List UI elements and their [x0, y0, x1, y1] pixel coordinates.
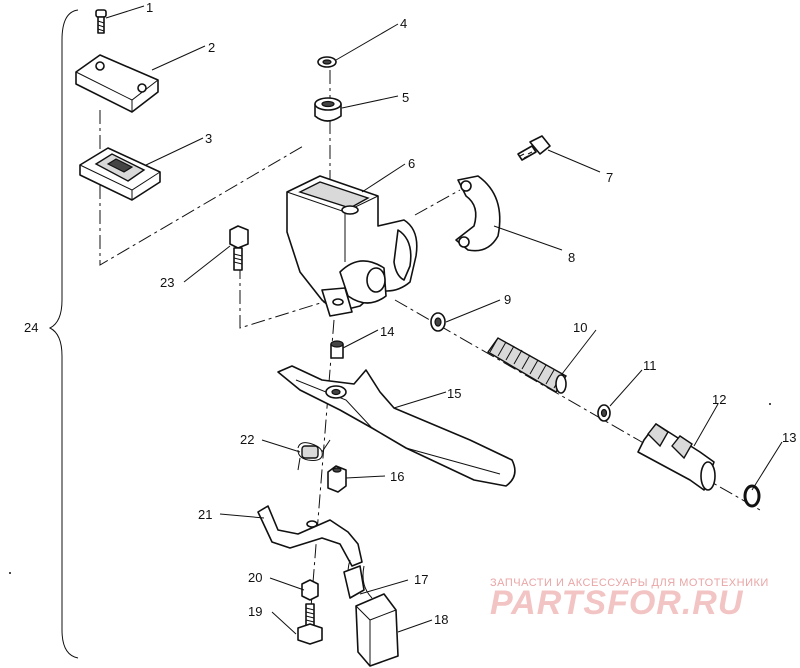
part-number-19: 19	[248, 604, 262, 619]
bolt-part-19	[297, 603, 323, 645]
pivot-bushing-part-14	[330, 340, 344, 359]
part-number-1: 1	[146, 0, 153, 15]
axis-bolt-to-body	[239, 265, 331, 329]
leader-lines	[105, 5, 783, 635]
part-number-21: 21	[198, 507, 212, 522]
part-number-10: 10	[573, 320, 587, 335]
brake-switch-part-18	[355, 593, 399, 667]
bolt-part-23	[229, 225, 249, 271]
clamp-bolt-part-7	[517, 135, 551, 161]
part-number-4: 4	[400, 16, 407, 31]
switch-wire-part-17	[343, 559, 373, 599]
part-number-3: 3	[205, 131, 212, 146]
part-number-8: 8	[568, 250, 575, 265]
watermark-tagline: ЗАПЧАСТИ И АКСЕССУАРЫ ДЛЯ МОТОТЕХНИКИ	[490, 577, 769, 589]
spring-part-10	[486, 337, 567, 394]
part-number-22: 22	[240, 432, 254, 447]
washer-part-9	[430, 312, 446, 332]
part-number-18: 18	[434, 612, 448, 627]
screw-part-1	[95, 9, 107, 34]
oring-part-4	[317, 56, 337, 68]
part-number-11: 11	[643, 358, 657, 373]
part-number-9: 9	[504, 292, 511, 307]
brake-lever-part-15	[277, 365, 516, 487]
watermark-brand: PARTSFOR.RU	[490, 584, 744, 622]
piston-part-12	[637, 423, 716, 491]
axis-clamp	[414, 189, 461, 216]
part-number-6: 6	[408, 156, 415, 171]
assembly-brace	[48, 9, 79, 659]
part-number-15: 15	[447, 386, 461, 401]
part-number-16: 16	[390, 469, 404, 484]
part-number-13: 13	[782, 430, 796, 445]
diaphragm-part-3	[79, 147, 161, 201]
bushing-part-5	[314, 97, 342, 122]
part-number-17: 17	[414, 572, 428, 587]
part-number-5: 5	[402, 90, 409, 105]
torsion-spring-part-22	[297, 439, 331, 471]
nut-part-20	[301, 579, 319, 601]
assembly-number-24: 24	[24, 320, 38, 335]
master-cylinder-body-part-6	[286, 175, 418, 317]
part-number-12: 12	[712, 392, 726, 407]
handlebar-clamp-part-8	[455, 175, 501, 252]
nut-part-16	[327, 465, 347, 493]
part-number-20: 20	[248, 570, 262, 585]
switch-bracket-part-21	[257, 505, 363, 567]
part-number-23: 23	[160, 275, 174, 290]
reservoir-cover-part-2	[75, 54, 159, 113]
circlip-part-13	[743, 484, 761, 508]
washer-part-11	[597, 404, 611, 422]
part-number-7: 7	[606, 170, 613, 185]
part-number-2: 2	[208, 40, 215, 55]
part-number-14: 14	[380, 324, 394, 339]
